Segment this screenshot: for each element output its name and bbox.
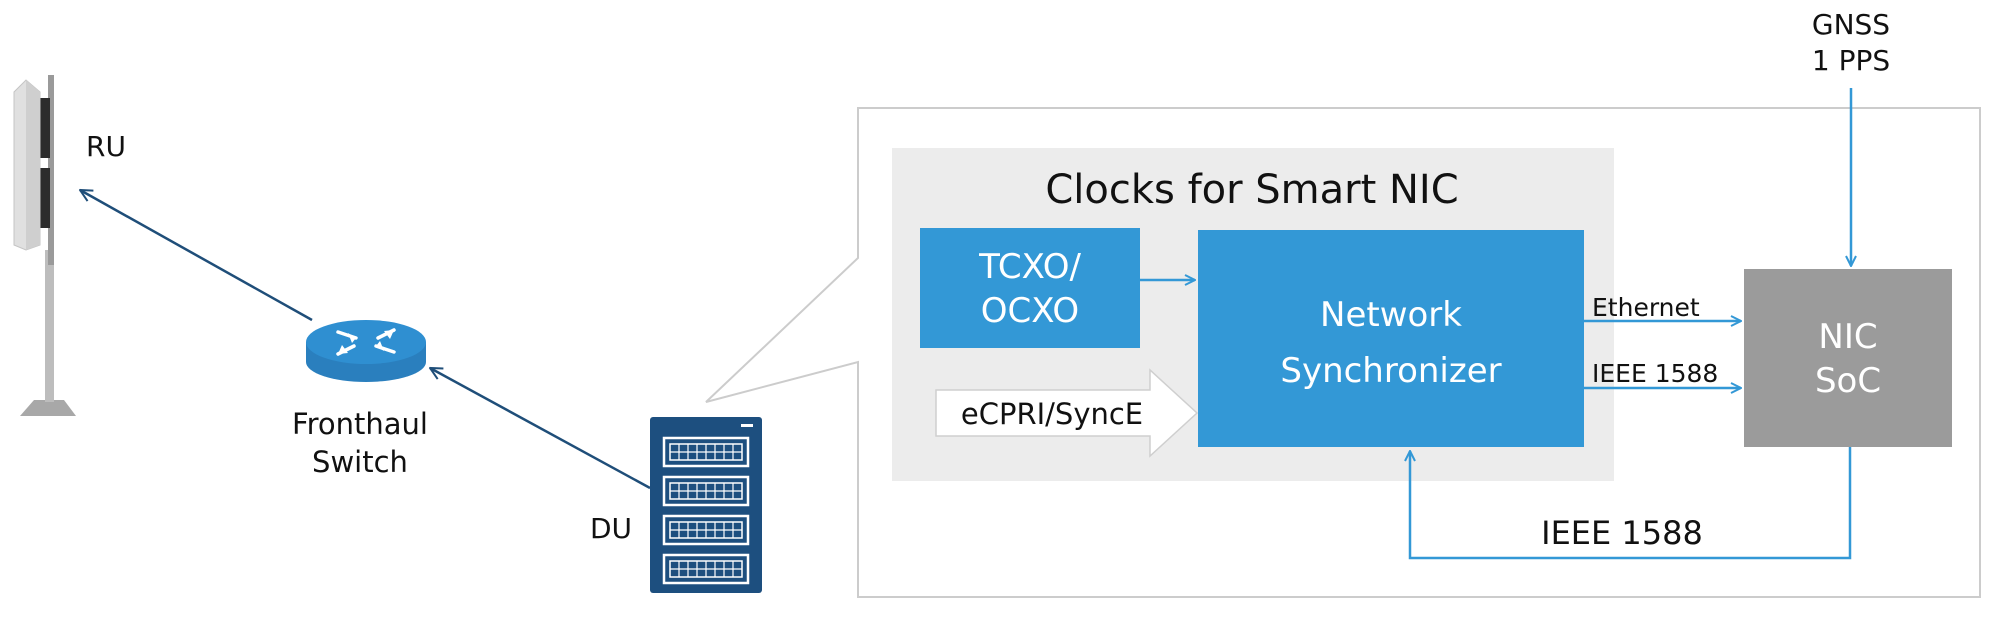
nic-label-line2: SoC [1815, 361, 1881, 401]
ieee1588-feedback-arrow [1410, 447, 1852, 560]
ieee1588-upper-label: IEEE 1588 [1592, 359, 1718, 388]
callout-outline [705, 107, 1981, 598]
tcxo-label-line1: TCXO/ [978, 247, 1081, 287]
du-label: DU [590, 512, 632, 545]
nic-soc-block [1744, 269, 1952, 447]
tcxo-label-line2: OCXO [981, 291, 1079, 331]
network-synchronizer-block [1198, 230, 1584, 447]
ethernet-label: Ethernet [1592, 293, 1700, 322]
fronthaul-switch-label-line1: Fronthaul [292, 407, 428, 441]
gnss-label-line1: GNSS [1812, 8, 1890, 41]
du-to-switch-arrow [430, 366, 651, 490]
fronthaul-switch-icon [306, 320, 426, 382]
du-server-rack-icon [650, 417, 762, 593]
fronthaul-switch-label-line2: Switch [312, 445, 408, 479]
switch-to-ru-arrow [80, 190, 313, 322]
panel-title: Clocks for Smart NIC [1045, 167, 1458, 213]
ecpri-synce-arrow [935, 368, 1199, 458]
ecpri-label: eCPRI/SyncE [961, 397, 1143, 431]
tcxo-ocxo-block [920, 228, 1140, 348]
ieee1588-lower-label: IEEE 1588 [1541, 514, 1703, 552]
gnss-label-line2: 1 PPS [1812, 44, 1890, 77]
ru-label: RU [86, 130, 126, 163]
ru-antenna-icon [13, 75, 76, 416]
synchronizer-label-line1: Network [1320, 295, 1462, 335]
nic-label-line1: NIC [1818, 317, 1877, 357]
synchronizer-label-line2: Synchronizer [1280, 351, 1501, 391]
